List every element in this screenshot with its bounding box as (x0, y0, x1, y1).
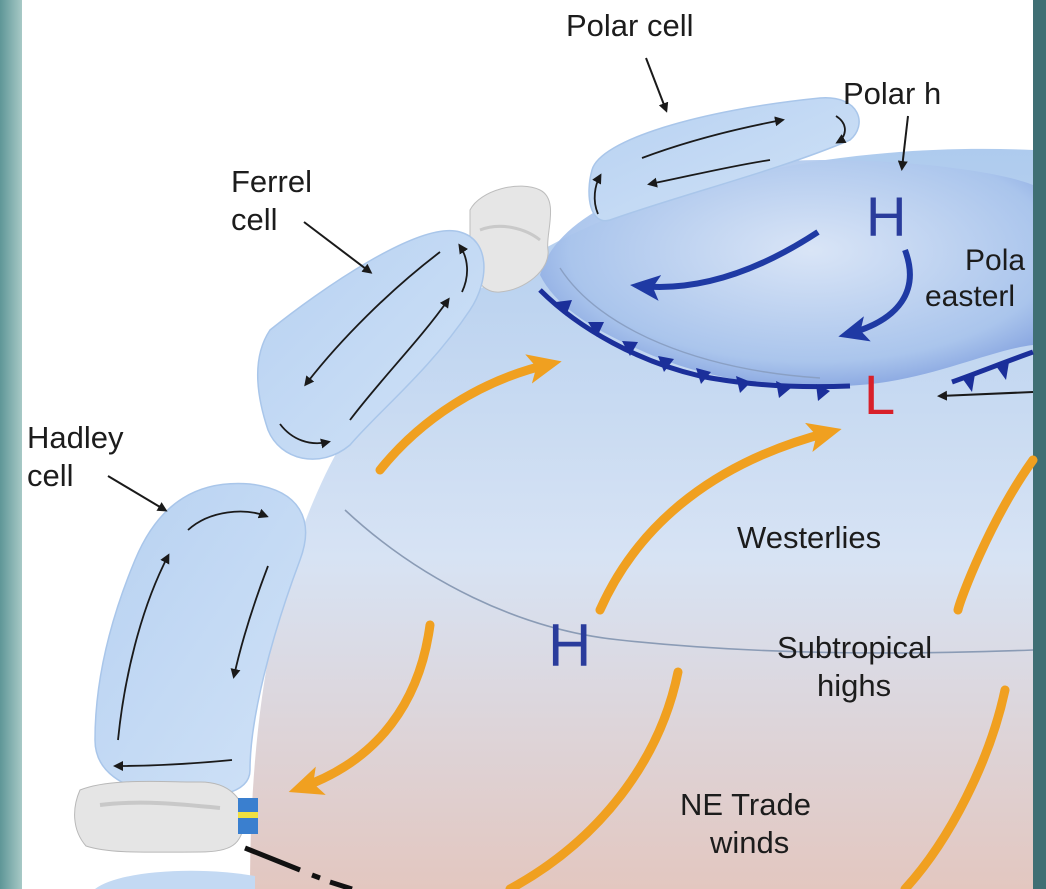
polar-easterlies-label-line1: Pola (965, 244, 1025, 277)
ferrel-label-line2: cell (231, 202, 278, 237)
ferrel-cell-pointer (304, 222, 370, 272)
right-edge-strip (1033, 0, 1046, 889)
trade-winds-label-line2: winds (709, 825, 789, 860)
subtropical-label-line2: highs (817, 668, 891, 703)
polar-cell-label: Polar cell (566, 8, 694, 43)
subpolar-low-symbol: L (864, 363, 895, 426)
hadley-cell-pointer (108, 476, 165, 510)
subtropical-label-line1: Subtropical (777, 630, 932, 665)
polar-high-label: Polar h (843, 76, 941, 111)
hadley-label-line1: Hadley (27, 420, 124, 455)
cloud-equator (75, 781, 258, 852)
westerlies-label: Westerlies (737, 520, 881, 555)
southern-cell-edge (95, 871, 255, 889)
subtropical-high-symbol: H (548, 612, 591, 679)
equator-line-b (312, 875, 320, 878)
trade-winds-label-line1: NE Trade (680, 787, 811, 822)
polar-high-symbol: H (866, 185, 906, 248)
left-edge-strip (0, 0, 22, 889)
polar-cell-pointer (646, 58, 666, 110)
ferrel-label-line1: Ferrel (231, 164, 312, 199)
polar-easterlies-label-line2: easterl (925, 280, 1015, 313)
hadley-label-line2: cell (27, 458, 74, 493)
